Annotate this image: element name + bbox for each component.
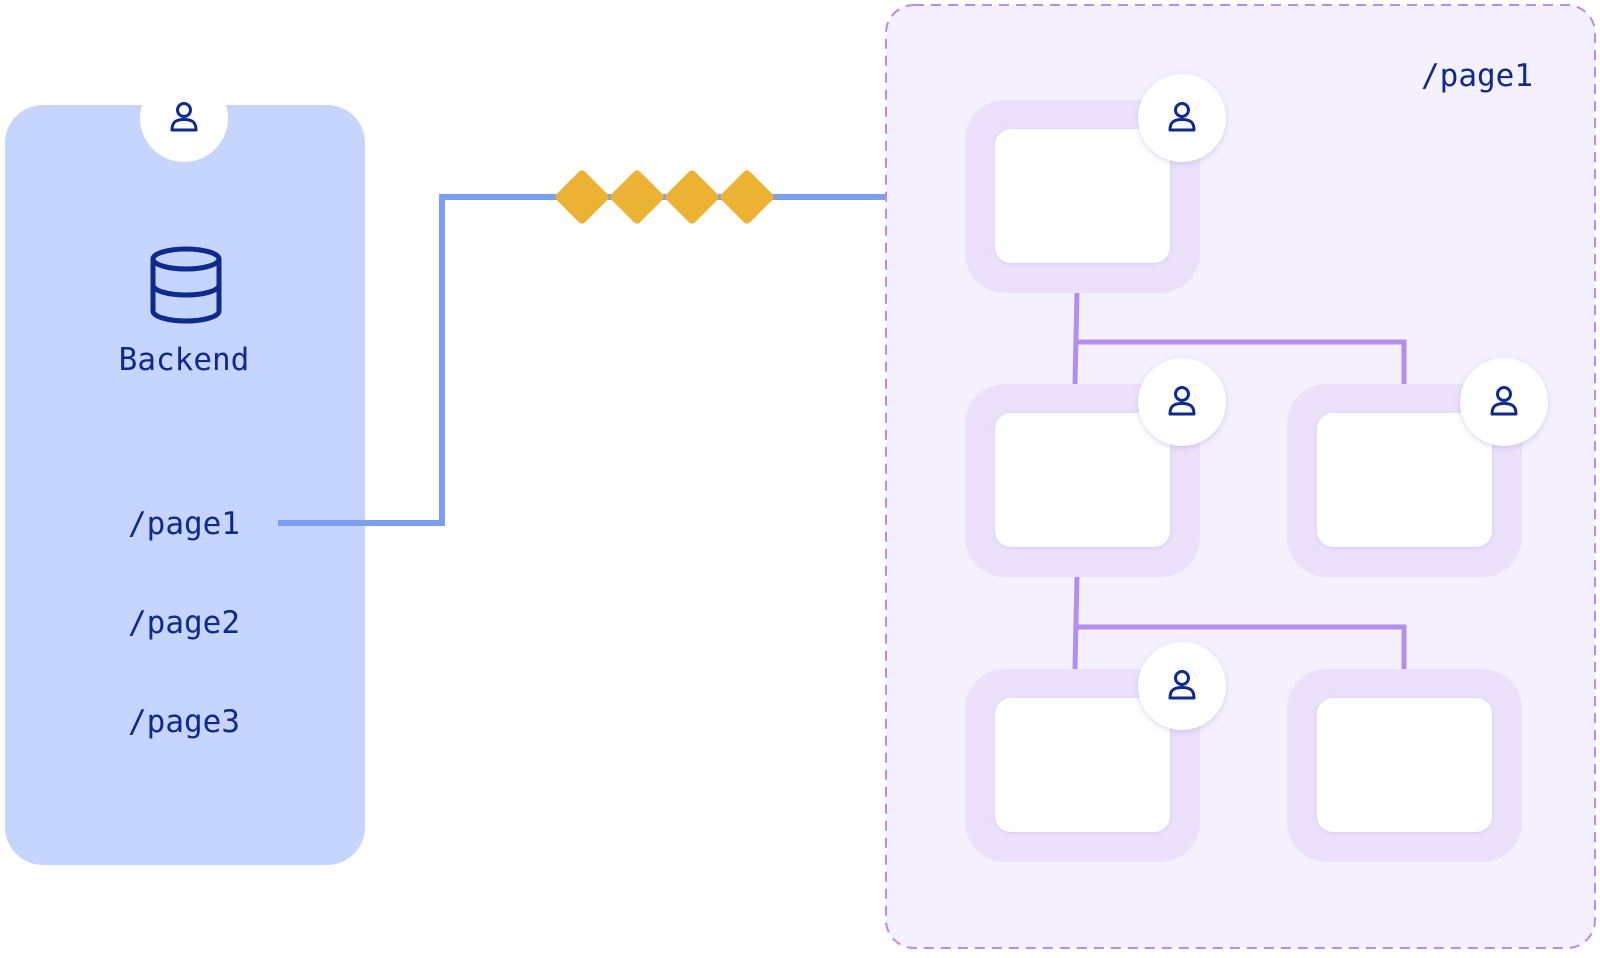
- component-box[interactable]: [965, 100, 1200, 293]
- data-packets: [555, 170, 774, 224]
- component-avatar: [1460, 358, 1548, 446]
- component-box[interactable]: [965, 669, 1200, 862]
- connector: [278, 170, 963, 526]
- component-avatar: [1138, 74, 1226, 162]
- component-tree-lines: [1072, 290, 1407, 670]
- component-avatar: [1138, 358, 1226, 446]
- backend-title: Backend: [119, 342, 250, 378]
- backend-panel: Backend /page1 /page2 /page3: [5, 74, 365, 865]
- database-icon: [150, 246, 222, 324]
- page-panel-title: /page1: [1421, 58, 1533, 94]
- page-panel: /page1: [885, 4, 1596, 949]
- backend-avatar: [140, 74, 228, 162]
- component-box[interactable]: [965, 384, 1200, 577]
- component-box[interactable]: [1287, 384, 1522, 577]
- route-item[interactable]: /page3: [128, 704, 240, 740]
- route-item[interactable]: /page1: [128, 506, 240, 542]
- route-item[interactable]: /page2: [128, 605, 240, 641]
- component-box[interactable]: [1287, 669, 1522, 862]
- component-avatar: [1138, 642, 1226, 730]
